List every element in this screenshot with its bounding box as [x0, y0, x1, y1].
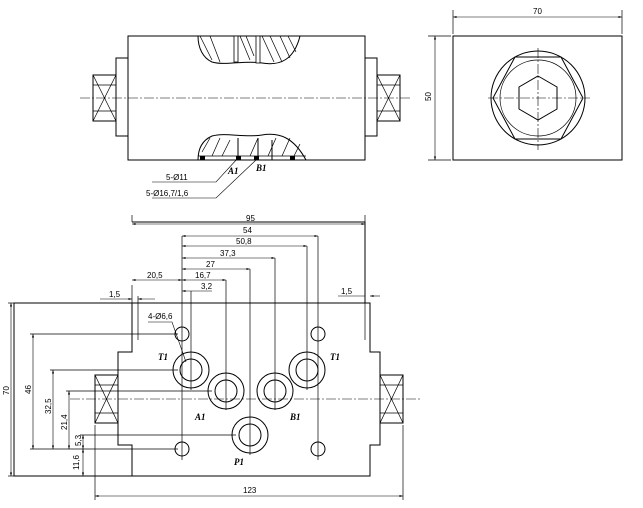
top-view-port-a-label: A1: [227, 166, 239, 176]
top-view-port-b-label: B1: [255, 163, 267, 173]
dim-5-3-label: 5,3: [74, 434, 83, 446]
seal-ring: [254, 156, 259, 160]
side-view: 70 50: [424, 7, 623, 161]
callout-leader-ports: [152, 157, 239, 183]
port-b-label: B1: [289, 412, 301, 422]
top-view-left-cap: [115, 57, 129, 137]
seal-ring: [200, 156, 205, 160]
dim-1-5-right-label: 1,5: [341, 287, 353, 296]
dim-46-label: 46: [24, 385, 33, 394]
top-view-upper-section: [197, 35, 301, 65]
seal-ring: [236, 156, 241, 160]
port-t-left-label: T1: [158, 352, 168, 362]
callout-ports-label: 5-Ø11: [166, 173, 188, 182]
top-view-right-cap: [364, 57, 378, 137]
dim-1-5-left-label: 1,5: [109, 290, 121, 299]
top-view-lower-section: [197, 133, 307, 161]
port-p-label: P1: [234, 457, 244, 467]
callout-leader-seal: [152, 159, 257, 199]
front-view: 95 54 50,8 37,3 27 16,7 3,2 20,5 1,5 1,5…: [2, 214, 420, 500]
dim-123-label: 123: [243, 486, 257, 495]
dim-21-4-label: 21,4: [60, 414, 69, 430]
dim-50-8-label: 50,8: [236, 237, 252, 246]
dim-16-7-label: 16,7: [195, 271, 211, 280]
dim-37-3-label: 37,3: [220, 249, 236, 258]
side-view-height-label: 50: [424, 92, 433, 101]
dim-3-2-label: 3,2: [201, 282, 213, 291]
port-t-right-label: T1: [330, 352, 340, 362]
dim-20-5-label: 20,5: [147, 271, 163, 280]
seal-ring: [290, 156, 295, 160]
callout-seal-label: 5-Ø16,7/1,6: [146, 189, 189, 198]
dim-27-label: 27: [206, 260, 215, 269]
dim-32-5-label: 32,5: [44, 398, 53, 414]
dim-54-label: 54: [243, 226, 252, 235]
dim-11-6-label: 11,6: [72, 454, 81, 470]
dim-70-label: 70: [2, 386, 11, 395]
port-a-label: A1: [194, 412, 206, 422]
side-view-body: [452, 35, 623, 161]
side-view-width-label: 70: [533, 7, 542, 16]
holes-callout-leader: [148, 321, 187, 363]
holes-callout-label: 4-Ø6,6: [148, 312, 173, 321]
dim-95-label: 95: [246, 214, 255, 223]
top-view: 5-Ø11 5-Ø16,7/1,6 A1 B1: [80, 35, 412, 199]
